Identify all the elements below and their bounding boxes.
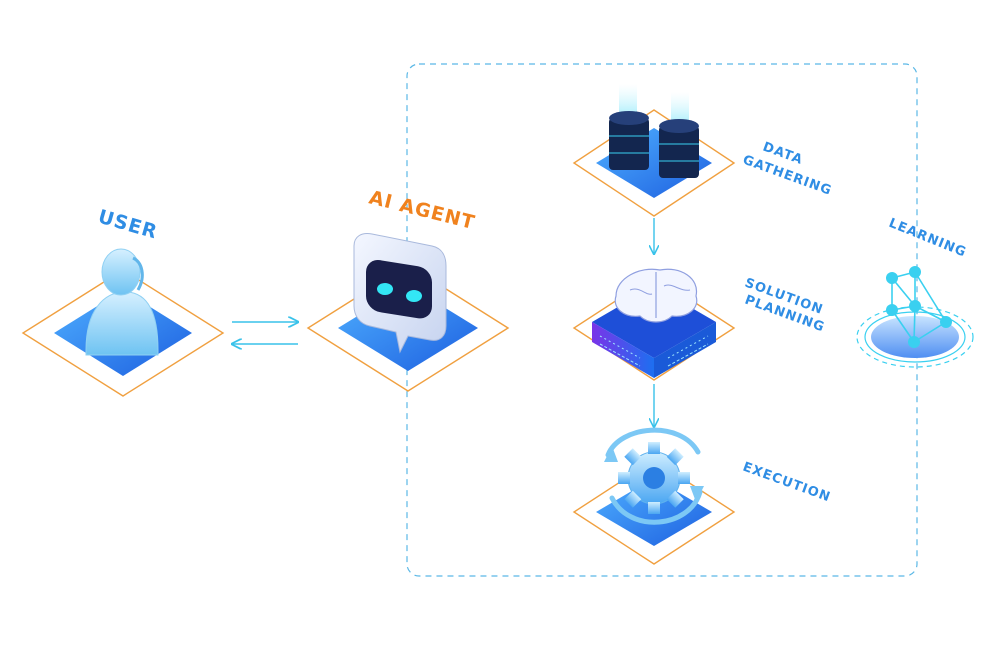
- robot-chat-icon: [353, 233, 447, 354]
- learning-outer-ring: [856, 306, 974, 368]
- solution-planning-node: SOLUTION PLANNING: [572, 268, 827, 381]
- data-platform-outline: [572, 109, 736, 217]
- execution-label: EXECUTION: [741, 460, 833, 506]
- data-gathering-node: DATA GATHERING: [572, 84, 834, 217]
- ai-agent-label: AI AGENT: [367, 187, 478, 235]
- neural-network-icon: [886, 266, 952, 348]
- user-platform-outline: [21, 269, 225, 397]
- gear-cycle-icon: [604, 427, 704, 525]
- brain-chip-icon: [592, 268, 716, 378]
- user-label: USER: [96, 206, 160, 244]
- learning-label: LEARNING: [887, 216, 969, 261]
- execution-platform-outline: [572, 459, 736, 565]
- learning-node: LEARNING: [856, 216, 974, 368]
- ai-agent-node: AI AGENT: [306, 187, 510, 392]
- user-icon: [85, 248, 159, 356]
- user-node: USER: [21, 206, 225, 397]
- database-servers-icon: [609, 84, 699, 178]
- agent-platform-outline: [306, 264, 510, 392]
- execution-node: EXECUTION: [572, 427, 833, 565]
- solution-platform-outline: [572, 275, 736, 381]
